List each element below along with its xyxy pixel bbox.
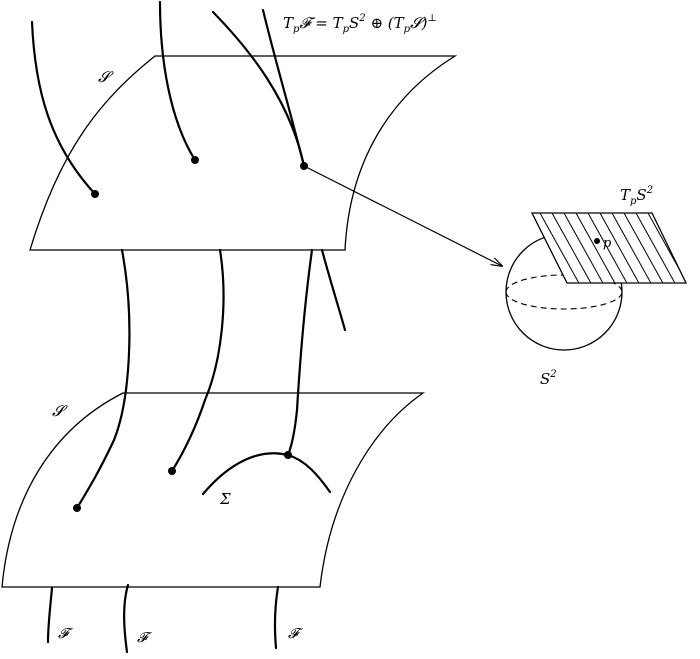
point bbox=[73, 504, 81, 512]
sigma-curve bbox=[201, 452, 332, 496]
point-p-on-sphere bbox=[594, 238, 600, 244]
leaf-curve-1 bbox=[30, 20, 97, 196]
leaf-curve-11 bbox=[273, 585, 280, 650]
leaf-curve-10 bbox=[123, 583, 130, 654]
foliation-label-1: 𝓕 bbox=[58, 626, 73, 642]
sigma-label: Σ bbox=[219, 490, 231, 508]
point bbox=[168, 467, 176, 475]
leaf-curve-9 bbox=[46, 586, 54, 644]
mapping-arrow bbox=[303, 165, 502, 266]
top-surface bbox=[29, 55, 458, 251]
sphere-label: S2 bbox=[540, 369, 557, 388]
point-p-label: p bbox=[603, 236, 612, 251]
leaf-curve-7 bbox=[286, 248, 314, 457]
bottom-surface bbox=[1, 392, 426, 588]
leaf-curve-3 bbox=[211, 10, 306, 168]
tangent-plane-label: TpS2 bbox=[620, 185, 653, 207]
point bbox=[191, 156, 199, 164]
leaf-curve-5 bbox=[75, 248, 131, 510]
sphere-equator-front bbox=[505, 291, 623, 310]
leaf-curve-8 bbox=[320, 248, 347, 332]
leaf-curve-6 bbox=[170, 248, 225, 473]
surface-top-label: 𝓢 bbox=[98, 68, 114, 86]
surface-bottom-label: 𝓢 bbox=[52, 402, 68, 420]
tangent-plane-fill bbox=[532, 213, 686, 283]
foliation-label-2: 𝓕 bbox=[137, 630, 152, 646]
tangent-plane-outline bbox=[530, 212, 688, 284]
point bbox=[284, 451, 292, 459]
point bbox=[91, 190, 99, 198]
foliation-label-3: 𝓕 bbox=[288, 626, 303, 642]
leaf-curve-2 bbox=[158, 0, 197, 162]
tangent-space-equation: Tp𝓕 = TpS2 ⊕ (Tp𝓢)⊥ bbox=[283, 13, 437, 35]
leaf-curve-4 bbox=[261, 8, 306, 168]
